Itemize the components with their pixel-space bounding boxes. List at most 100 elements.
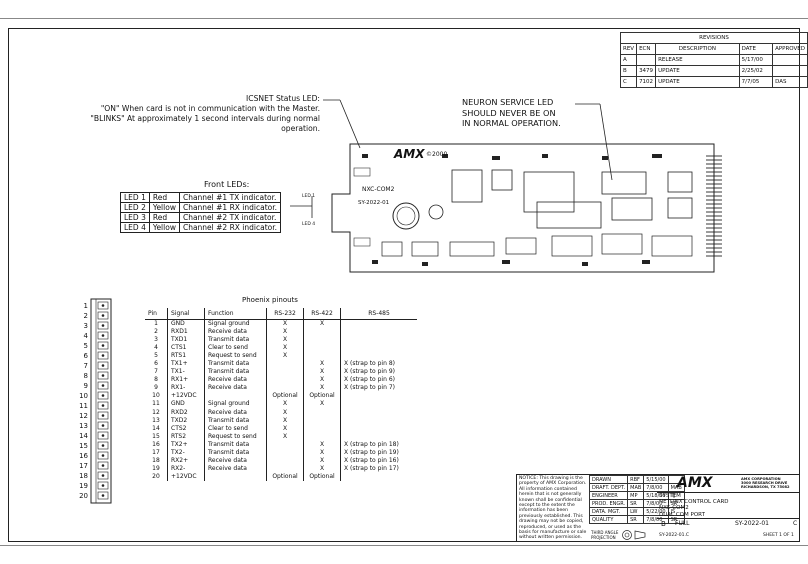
title-line-2: NETLINX CONTROL CARD [659,499,729,506]
connector-pin-number: 8 [83,372,88,380]
circuit-board-outline [331,143,722,273]
signal-header: Signal [167,308,205,320]
rs422-cell: Optional [303,472,341,481]
rs485-cell [340,408,417,417]
signal-cell: TX2+ [167,440,205,449]
rs232-cell [266,456,304,465]
initials-cell: LW [627,507,645,516]
top-border-line [0,18,808,19]
initials-cell: MAB [627,483,645,492]
function-cell: Transmit data [204,360,267,369]
led-color: Red [148,192,180,203]
pin-cell: 1 [154,320,158,328]
rs232-cell [266,368,304,377]
third-angle-label: THIRD ANGLE PROJECTION [591,530,619,540]
pin-cell: 10 [152,392,160,400]
rs485-cell [340,328,417,337]
rs485-cell: X (strap to pin 6) [340,376,417,385]
rs485-cell: X (strap to pin 17) [340,464,417,473]
rs232-cell [266,376,304,385]
pin-cell: 17 [152,448,160,456]
signal-cell: TX1- [167,368,205,377]
function-cell: Receive data [204,456,267,465]
rs232-cell: Optional [266,392,304,401]
connector-pin-number: 20 [79,492,88,500]
pin-cell: 9 [154,384,158,392]
role-cell: DATA. MGT. [588,507,629,516]
connector-pin-number: 3 [83,322,88,330]
connector-body [90,298,112,504]
connector-pin-number: 12 [79,412,88,420]
led-function: Channel #1 TX indicator. [178,192,282,203]
divider [657,518,800,519]
projection-symbol [622,530,646,540]
icsnet-note: ICSNET Status LED: "ON" When card is not… [70,94,320,134]
connector-pin-number: 7 [83,362,88,370]
size-value: B [661,520,666,528]
rev-cell: C [619,76,638,88]
neuron-note-line3: IN NORMAL OPERATION. [462,118,561,128]
led-id: LED 2 [120,202,150,213]
pin-cell: 2 [154,328,158,336]
rs485-cell [340,319,417,329]
rs422-cell: X [303,400,341,409]
role-cell: QUALITY [588,515,629,524]
rs485-cell: X (strap to pin 19) [340,448,417,457]
pin-cell: 6 [154,360,158,368]
signal-cell: TXD2 [167,416,205,425]
pin-cell: 20 [152,472,160,480]
revision-value: C [793,520,798,527]
signal-cell: RTS1 [167,352,205,361]
function-cell: Clear to send [204,344,267,353]
board-label-nxc: NXC-COM2 [362,186,395,193]
revision-row: C 7102 UPDATE 7/7/05 DAS [619,76,808,88]
rs232-cell: X [266,352,304,361]
board-copyright: ©2000 [426,151,448,158]
title-block: NOTICE: This drawing is the property of … [516,474,800,542]
signal-cell: RX1+ [167,376,205,385]
board-led1-label: LED 1 [302,194,316,199]
board-led4-label: LED 4 [302,222,316,227]
led-id: LED 4 [120,222,150,233]
revisions-table: REVISIONS REV ECN DESCRIPTION DATE APPRO… [619,32,808,88]
rs232-cell [266,440,304,449]
rs422-cell: X [303,464,341,473]
function-cell: Request to send [204,432,267,441]
rs232-cell: X [266,336,304,345]
connector-pin-number: 6 [83,352,88,360]
signal-cell: GND [167,319,205,329]
amx-board-logo: AMX [394,147,425,161]
rs422-cell: Optional [303,392,341,401]
neuron-note-line1: NEURON SERVICE LED [462,97,554,107]
board-label-sy: SY-2022-01 [358,200,390,206]
pin-cell: 7 [154,368,158,376]
rs485-header: RS-485 [340,308,417,320]
rs422-cell: X [303,376,341,385]
rs422-cell: X [303,448,341,457]
rs485-cell: X (strap to pin 16) [340,456,417,465]
rs232-cell: X [266,319,304,329]
rs485-cell [340,400,417,409]
drawing-title: SYSTEM NETLINX CONTROL CARD NXC-COM2 DUA… [659,493,729,518]
role-cell: ENGINEER [588,491,629,500]
phoenix-connector: 1 2 3 4 5 6 7 8 9 10 11 12 13 14 15 16 1… [74,298,114,504]
rs232-cell: X [266,328,304,337]
rs422-cell: X [303,384,341,393]
icsnet-note-title: ICSNET Status LED: [246,94,320,103]
signal-cell: GND [167,400,205,409]
connector-pin-number: 16 [79,452,88,460]
